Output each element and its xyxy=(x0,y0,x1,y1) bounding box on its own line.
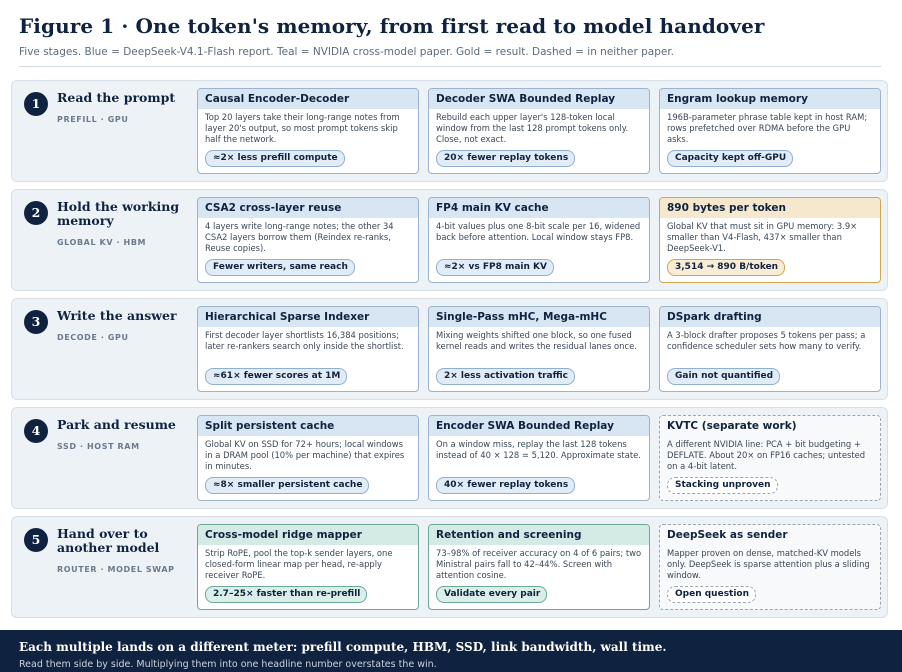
technique-card: KVTC (separate work) A different NVIDIA l… xyxy=(659,415,881,501)
stage-title: Hold the working memory xyxy=(57,199,180,228)
result-badge: ≈61× fewer scores at 1M xyxy=(205,368,348,385)
card-description: 73–98% of receiver accuracy on 4 of 6 pa… xyxy=(436,548,642,581)
stage-title: Park and resume xyxy=(57,417,176,432)
footer-headline: Each multiple lands on a different meter… xyxy=(19,640,667,654)
card-description: 196B-parameter phrase table kept in host… xyxy=(667,112,868,145)
result-badge: Fewer writers, same reach xyxy=(205,259,355,276)
card-title: Encoder SWA Bounded Replay xyxy=(429,416,649,436)
stage-tag: ROUTER · MODEL SWAP xyxy=(57,565,175,574)
card-title: Retention and screening xyxy=(429,525,649,545)
result-badge: Open question xyxy=(667,586,757,603)
stage-title: Write the answer xyxy=(57,308,177,323)
card-title: Cross-model ridge mapper xyxy=(198,525,418,545)
card-description: Mapper proven on dense, matched-KV model… xyxy=(667,548,870,581)
header-divider xyxy=(19,66,881,67)
technique-card: FP4 main KV cache 4-bit values plus one 8… xyxy=(428,197,650,283)
stage-number-badge: 5 xyxy=(24,528,48,552)
stage-title: Hand over to another model xyxy=(57,526,160,555)
card-title: Decoder SWA Bounded Replay xyxy=(429,89,649,109)
result-badge: Capacity kept off-GPU xyxy=(667,150,794,167)
result-badge: Gain not quantified xyxy=(667,368,781,385)
card-description: First decoder layer shortlists 16,384 po… xyxy=(205,330,404,352)
stage-number-badge: 3 xyxy=(24,310,48,334)
card-description: A different NVIDIA line: PCA + bit budge… xyxy=(667,439,866,472)
card-title: FP4 main KV cache xyxy=(429,198,649,218)
result-badge: Stacking unproven xyxy=(667,477,778,494)
card-title: Hierarchical Sparse Indexer xyxy=(198,307,418,327)
stage-number-badge: 1 xyxy=(24,92,48,116)
stage-tag: GLOBAL KV · HBM xyxy=(57,238,147,247)
technique-card: CSA2 cross-layer reuse 4 layers write lon… xyxy=(197,197,419,283)
result-badge: ≈8× smaller persistent cache xyxy=(205,477,370,494)
card-description: Strip RoPE, pool the top-k sender layers… xyxy=(205,548,393,581)
technique-card: Engram lookup memory 196B-parameter phras… xyxy=(659,88,881,174)
card-description: Rebuild each upper layer's 128-token loc… xyxy=(436,112,629,145)
card-title: DSpark drafting xyxy=(660,307,880,327)
technique-card: Retention and screening 73–98% of receive… xyxy=(428,524,650,610)
stage-title: Read the prompt xyxy=(57,90,176,105)
stage-number-badge: 2 xyxy=(24,201,48,225)
result-badge: 2.7–25× faster than re-prefill xyxy=(205,586,368,603)
card-description: 4-bit values plus one 8-bit scale per 16… xyxy=(436,221,641,243)
card-description: Top 20 layers take their long-range note… xyxy=(205,112,400,145)
card-description: Global KV that must sit in GPU memory: 3… xyxy=(667,221,858,254)
stage-number-badge: 4 xyxy=(24,419,48,443)
card-description: A 3-block drafter proposes 5 tokens per … xyxy=(667,330,866,352)
card-description: Global KV on SSD for 72+ hours; local wi… xyxy=(205,439,405,472)
result-badge: 20× fewer replay tokens xyxy=(436,150,576,167)
card-description: Mixing weights shifted one block, so one… xyxy=(436,330,637,352)
figure-subtitle: Five stages. Blue = DeepSeek-V4.1-Flash … xyxy=(19,46,675,58)
card-title: 890 bytes per token xyxy=(660,198,880,218)
result-badge: Validate every pair xyxy=(436,586,548,603)
card-title: Engram lookup memory xyxy=(660,89,880,109)
card-title: Causal Encoder-Decoder xyxy=(198,89,418,109)
card-title: Split persistent cache xyxy=(198,416,418,436)
card-title: Single-Pass mHC, Mega-mHC xyxy=(429,307,649,327)
footer-bar: Each multiple lands on a different meter… xyxy=(0,630,902,672)
technique-card: Single-Pass mHC, Mega-mHC Mixing weights … xyxy=(428,306,650,392)
footer-note: Read them side by side. Multiplying them… xyxy=(19,659,437,670)
technique-card: DSpark drafting A 3-block drafter propose… xyxy=(659,306,881,392)
card-description: 4 layers write long-range notes; the oth… xyxy=(205,221,394,254)
card-description: On a window miss, replay the last 128 to… xyxy=(436,439,641,461)
result-badge: 3,514 → 890 B/token xyxy=(667,259,786,276)
stage-tag: SSD · HOST RAM xyxy=(57,442,140,451)
result-badge: ≈2× vs FP8 main KV xyxy=(436,259,554,276)
stage-tag: PREFILL · GPU xyxy=(57,115,129,124)
result-badge: 2× less activation traffic xyxy=(436,368,576,385)
stage-tag: DECODE · GPU xyxy=(57,333,129,342)
figure-header: Figure 1 · One token's memory, from firs… xyxy=(19,14,881,58)
figure-title: Figure 1 · One token's memory, from firs… xyxy=(19,14,765,38)
card-title: KVTC (separate work) xyxy=(667,420,797,432)
technique-card: Encoder SWA Bounded Replay On a window mi… xyxy=(428,415,650,501)
card-title: DeepSeek as sender xyxy=(667,529,788,541)
result-badge: ≈2× less prefill compute xyxy=(205,150,345,167)
result-badge: 40× fewer replay tokens xyxy=(436,477,576,494)
card-title: CSA2 cross-layer reuse xyxy=(198,198,418,218)
